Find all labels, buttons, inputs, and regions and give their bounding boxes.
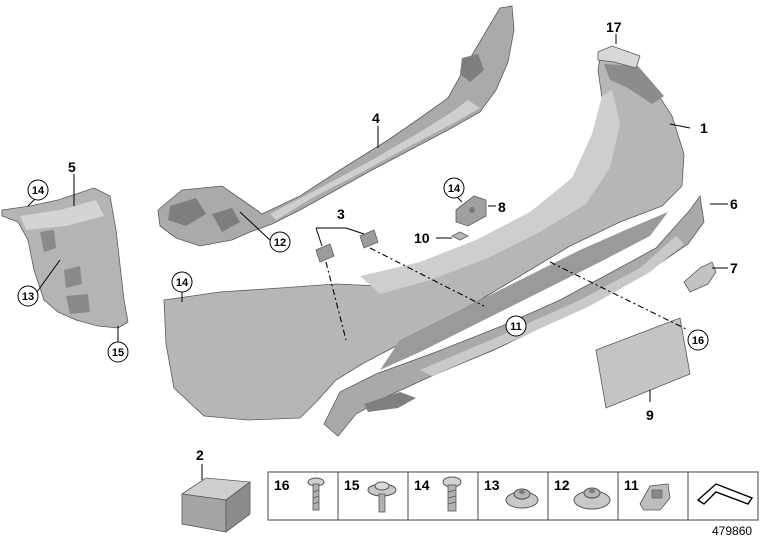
flange-screw-icon <box>367 481 397 513</box>
flange-nut-icon <box>573 487 611 510</box>
bracket-part-8 <box>455 195 487 227</box>
cap-part-10 <box>451 231 469 241</box>
svg-text:14: 14 <box>32 185 45 197</box>
circled-label-13: 13 <box>17 285 39 307</box>
label-part-7: 7 <box>730 260 738 276</box>
label-part-1: 1 <box>700 120 708 136</box>
clips-part-3 <box>315 229 379 263</box>
legend-cell-16 <box>267 471 339 521</box>
circled-label-11: 11 <box>505 315 527 337</box>
leader-lines <box>27 34 728 402</box>
legend-label-15: 15 <box>344 477 360 493</box>
licence-plate-base-part-9 <box>595 317 691 409</box>
label-part-6: 6 <box>730 196 738 212</box>
legend-label-12: 12 <box>554 477 570 493</box>
svg-text:12: 12 <box>274 237 286 249</box>
svg-text:14: 14 <box>176 277 189 289</box>
document-number: 479860 <box>712 524 752 538</box>
legend-label-16: 16 <box>274 477 290 493</box>
label-part-4: 4 <box>372 110 380 126</box>
circled-labels: 14 13 15 14 12 14 11 16 <box>17 177 709 363</box>
legend-label-14: 14 <box>414 477 430 493</box>
direction-arrow-icon <box>696 483 754 505</box>
label-part-2: 2 <box>196 447 204 463</box>
circled-label-14-c: 14 <box>443 177 465 199</box>
label-part-8: 8 <box>498 199 506 215</box>
label-part-10: 10 <box>414 230 430 246</box>
clip-nut-icon <box>639 483 671 511</box>
circled-label-14-b: 14 <box>171 271 193 293</box>
screw-icon <box>307 477 325 511</box>
reflector-part-7 <box>683 261 717 293</box>
trim-strip-part-17 <box>597 45 641 69</box>
guide-bracket-left-part-5 <box>1 187 129 329</box>
label-part-5: 5 <box>68 159 76 175</box>
circled-label-12: 12 <box>269 231 291 253</box>
svg-text:15: 15 <box>112 347 124 359</box>
svg-text:11: 11 <box>510 321 522 333</box>
label-part-17: 17 <box>606 19 622 35</box>
bolt-icon <box>442 476 462 512</box>
legend-label-13: 13 <box>484 477 500 493</box>
bumper-trim-panel-part-1 <box>163 57 685 421</box>
bumper-support-part-4 <box>157 5 515 247</box>
fastener-legend: 16 15 14 13 12 11 <box>267 471 759 521</box>
rear-diffuser-part-6 <box>323 194 705 437</box>
legend-cell-14 <box>407 471 479 521</box>
circled-label-16: 16 <box>687 329 709 351</box>
part-labels: 1 4 5 3 8 10 6 7 9 17 2 <box>68 19 738 463</box>
repair-kit-part-2 <box>180 464 252 533</box>
legend-label-11: 11 <box>624 477 639 493</box>
label-part-3: 3 <box>337 206 345 222</box>
circled-label-14-a: 14 <box>27 179 49 201</box>
nut-icon <box>505 488 539 509</box>
circled-label-15: 15 <box>107 341 129 363</box>
svg-text:14: 14 <box>448 183 461 195</box>
svg-text:16: 16 <box>692 335 704 347</box>
legend-cell-15 <box>337 471 409 521</box>
assembly-guide-lines <box>325 247 689 341</box>
label-part-9: 9 <box>646 407 654 423</box>
svg-text:13: 13 <box>22 291 34 303</box>
